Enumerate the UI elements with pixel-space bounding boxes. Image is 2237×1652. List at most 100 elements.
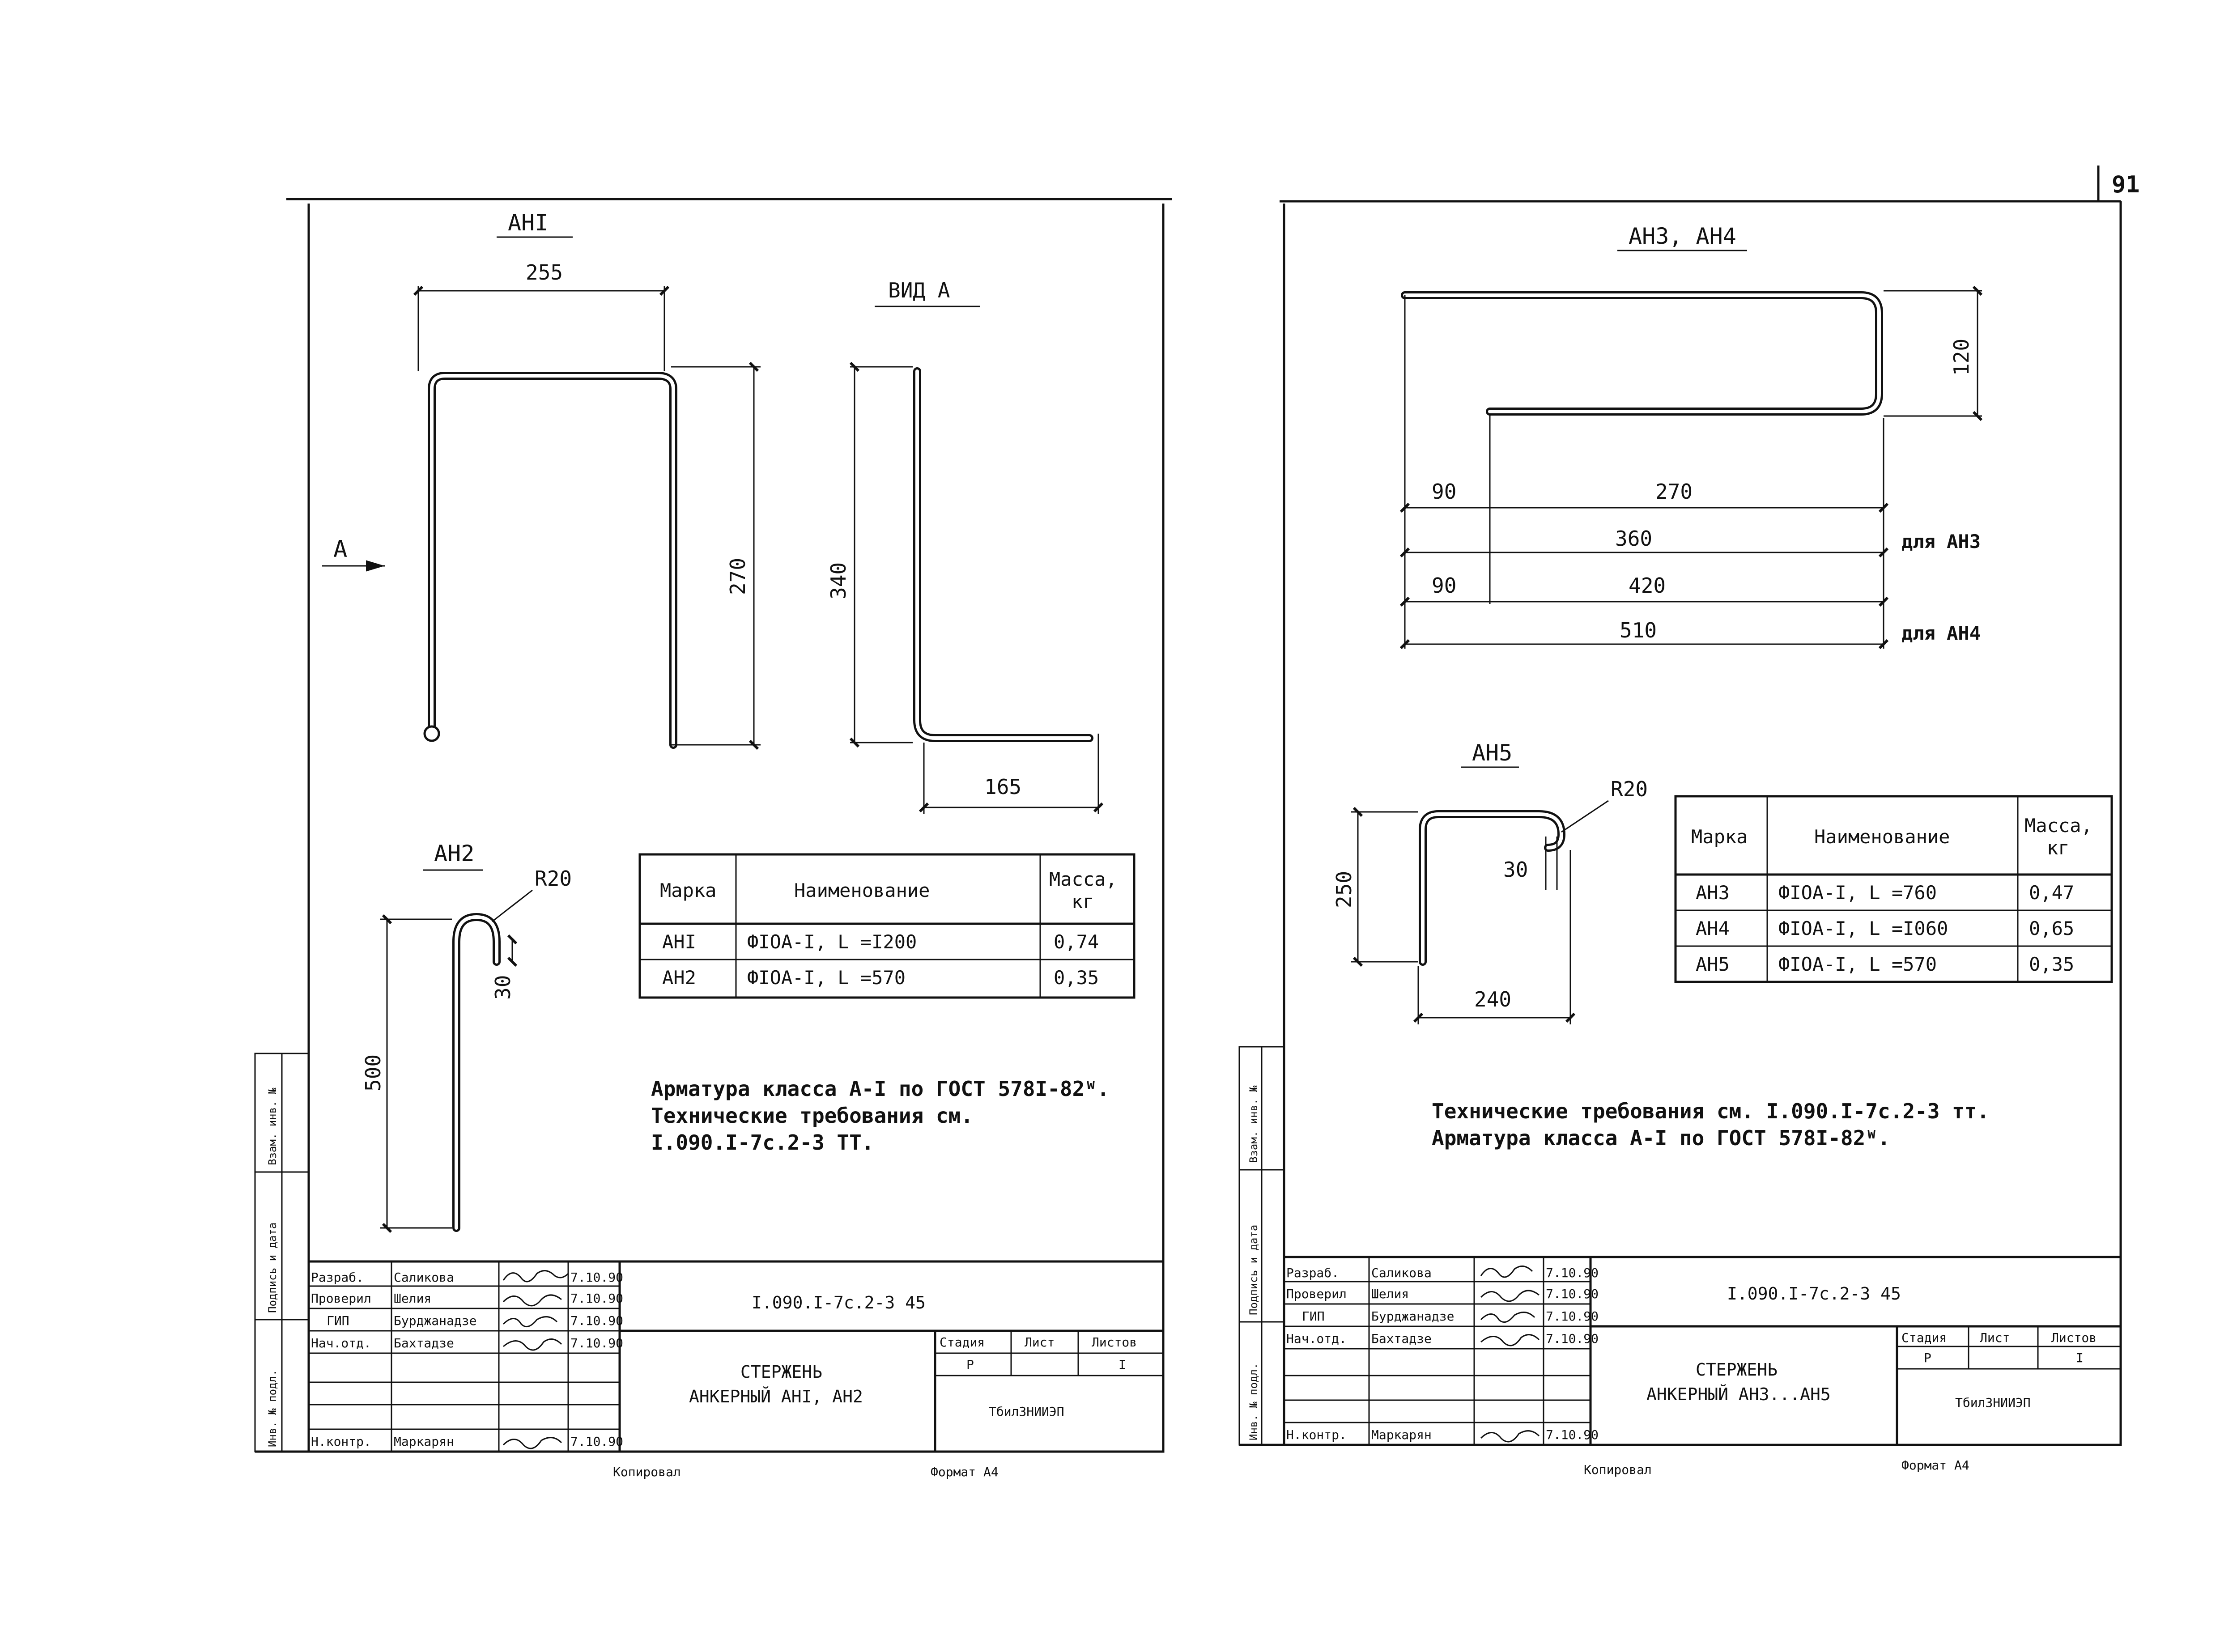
an34-dim-total-an3: 360 [1615,527,1652,551]
an34-dim-height: 120 [1949,339,1973,376]
table-cell-name: ФIOA-I, L =I060 [1778,917,1948,939]
left-note-line: Технические требования см. [651,1104,973,1128]
sheets-value: I [1118,1357,1126,1372]
an2-dim-hook: 30 [491,975,515,1000]
side-stamp-inv: Инв. № подл. [1247,1363,1260,1440]
footer-copied: Копировал [613,1465,681,1479]
view-arrow-label: А [333,536,347,563]
an2-radius-label: R20 [535,866,572,891]
footer-format: Формат А4 [1901,1458,1969,1473]
right-spec-table: Марка Наименование Масса, кг АН3 ФIOA-I,… [1674,795,2113,983]
table-cell-mass: 0,47 [2029,882,2074,904]
left-table-header-mass: Масса, [1049,868,1117,890]
table-cell-mark: АН4 [1696,917,1730,939]
doc-title-line2: АНКЕРНЫЙ АНI, АН2 [689,1387,863,1406]
doc-title-line1: СТЕРЖЕНЬ [740,1362,822,1382]
sign-name: Шелия [394,1291,431,1306]
sign-date: 7.10.90 [570,1270,623,1285]
page-number-marker: 91 [2097,166,2140,201]
an1-dim-height: 270 [726,558,750,595]
an2-title: АН2 [434,841,474,866]
sign-name: Маркарян [394,1434,454,1449]
an1-dim-width: 255 [526,260,563,285]
sign-name: Саликова [1371,1266,1432,1280]
side-stamp-inv: Инв. № подл. [266,1370,279,1447]
sign-date: 7.10.90 [570,1313,623,1328]
table-cell-mass: 0,35 [1054,967,1099,989]
right-side-stamps: Инв. № подл. Подпись и дата Взам. инв. № [1238,1046,1285,1446]
signature-scribble [502,1437,562,1449]
an2-dim-height: 500 [361,1054,385,1091]
table-cell-mark: АН3 [1696,882,1730,904]
signature-scribble [1480,1290,1540,1302]
sign-date: 7.10.90 [1546,1266,1599,1280]
an2-rod [452,913,501,1232]
sign-name: Шелия [1371,1287,1409,1301]
an5-radius-label: R20 [1611,777,1648,801]
org-name: ТбилЗНИИЭП [989,1404,1064,1419]
table-cell-name: ФIOA-I, L =570 [1778,953,1937,975]
sign-name: Саликова [394,1270,454,1285]
sheet-label: Лист [1980,1330,2010,1345]
sign-role: ГИП [1302,1309,1325,1324]
sign-name: Бахтадзе [394,1336,454,1350]
an34-rod [1401,291,1883,416]
an5-dim-width: 240 [1474,987,1511,1011]
stage-label: Стадия [940,1335,985,1350]
left-side-stamps: Инв. № подл. Подпись и дата Взам. инв. № [254,1053,310,1452]
side-stamp-signature: Подпись и дата [266,1223,279,1313]
an5-dim-height: 250 [1332,871,1356,908]
signature-scribble [1480,1266,1533,1278]
sign-name: Бахтадзе [1371,1331,1432,1346]
right-title-block: Разраб. Саликова 7.10.90 Проверил Шелия … [1283,1256,2122,1446]
sheets-label: Листов [2051,1330,2097,1345]
right-table-header-mass: Масса, [2024,815,2092,837]
signature-scribble [1480,1312,1535,1323]
table-cell-mass: 0,74 [1054,931,1099,953]
signature-scribble [502,1270,569,1283]
an1-title: АНI [508,210,548,236]
an5-title: АН5 [1472,740,1512,766]
signature-scribble [503,1338,562,1351]
signature-scribble [502,1316,558,1328]
sign-role: Проверил [1286,1287,1347,1301]
table-cell-name: ФIOA-I, L =570 [747,967,906,989]
left-table-header-mass-unit: кг [1072,891,1094,913]
sign-role: Нач.отд. [1286,1331,1347,1346]
view-a-rod [913,367,1093,742]
footer-copied: Копировал [1584,1462,1652,1477]
left-table-header-mark: Марка [660,879,716,901]
stage-value: Р [1924,1350,1931,1365]
signature-scribble [502,1294,562,1307]
sign-role: Н.контр. [1286,1427,1347,1442]
sign-role: Разраб. [1286,1266,1339,1280]
right-table-header-mark: Марка [1691,826,1748,848]
signature-scribble [1480,1334,1540,1346]
sign-date: 7.10.90 [570,1434,623,1449]
view-a-dim-base: 165 [984,775,1021,799]
sign-date: 7.10.90 [1546,1427,1599,1442]
table-cell-mass: 0,35 [2029,953,2074,975]
sign-role: Н.контр. [311,1434,371,1449]
an1-rod [428,372,677,749]
sign-role: Разраб. [311,1270,364,1285]
an34-dim-a: 90 [1432,480,1456,504]
right-table-header-name: Наименование [1814,826,1950,848]
right-table-header-mass-unit: кг [2047,837,2070,859]
sign-name: Бурджанадзе [394,1313,476,1328]
left-note-line: Арматура класса А-I по ГОСТ 578I-82ᵂ. [651,1077,1110,1101]
an5-dim-hook: 30 [1503,858,1528,882]
left-sheet: АНI 255 270 А ВИД А 340 165 [254,198,1172,1479]
sign-date: 7.10.90 [1546,1287,1599,1301]
signature-scribble [1480,1430,1540,1443]
left-spec-table: Марка Наименование Масса, кг АНI ФIOA-I,… [638,853,1136,999]
sheets-value: I [2076,1350,2084,1365]
sign-role: Проверил [311,1291,371,1306]
view-a-title: ВИД А [888,278,950,302]
an34-label-an4: для АН4 [1901,622,1981,644]
sign-date: 7.10.90 [1546,1331,1599,1346]
doc-title-line1: СТЕРЖЕНЬ [1696,1360,1778,1380]
an34-dim-c: 90 [1432,573,1456,598]
an34-dim-b: 270 [1655,480,1693,504]
org-name: ТбилЗНИИЭП [1955,1395,2031,1410]
